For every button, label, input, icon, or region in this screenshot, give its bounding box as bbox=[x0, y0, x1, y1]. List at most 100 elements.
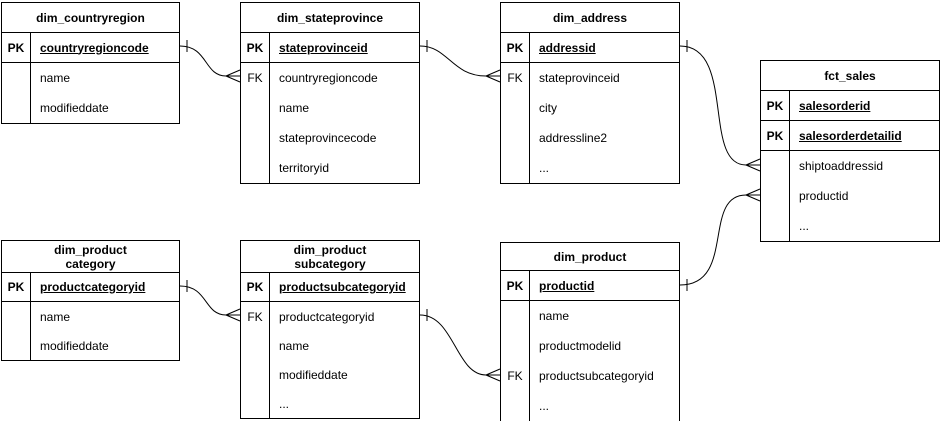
table-row: PK productcategoryid bbox=[2, 273, 179, 302]
edge-countryregion-stateprovince bbox=[179, 40, 241, 83]
column-name: countryregioncode bbox=[40, 40, 149, 55]
table-row: name bbox=[2, 63, 179, 93]
column-name: modifieddate bbox=[279, 367, 348, 382]
column-name: name bbox=[40, 309, 71, 324]
table-row: modifieddate bbox=[2, 93, 179, 123]
table-row: modifieddate bbox=[241, 360, 419, 389]
key-cell bbox=[501, 301, 530, 331]
table-row: name bbox=[241, 93, 419, 123]
entity-table: dim_product PK productid name productmodeli… bbox=[500, 242, 680, 421]
column-name: city bbox=[539, 101, 557, 115]
key-cell bbox=[241, 153, 270, 183]
key-cell: FK bbox=[241, 63, 270, 93]
table-title: dim_address bbox=[501, 3, 679, 33]
column-name: modifieddate bbox=[40, 338, 109, 353]
table-row: ... bbox=[241, 389, 419, 418]
table-row: PK salesorderdetailid bbox=[761, 121, 939, 151]
key-cell: PK bbox=[2, 273, 31, 301]
table-title-line: dim_address bbox=[552, 10, 628, 25]
key-cell bbox=[2, 302, 31, 331]
column-name: productid bbox=[539, 278, 595, 293]
crow-foot-icon bbox=[745, 158, 761, 172]
table-title: dim_product bbox=[501, 243, 679, 271]
column-name: productmodelid bbox=[539, 339, 622, 353]
edge-line bbox=[179, 285, 227, 316]
table-row: FK productsubcategoryid bbox=[501, 361, 679, 391]
table-row: addressline2 bbox=[501, 123, 679, 153]
crow-foot-icon bbox=[225, 69, 241, 83]
key-cell: PK bbox=[761, 121, 790, 150]
table-row: city bbox=[501, 93, 679, 123]
crow-foot-icon bbox=[485, 69, 501, 83]
edge-product-fctsales bbox=[679, 188, 761, 291]
column-name: ... bbox=[539, 161, 550, 175]
table-row: PK productid bbox=[501, 271, 679, 301]
key-cell: PK bbox=[2, 33, 31, 62]
table-title-line: dim_product bbox=[293, 242, 367, 257]
key-cell bbox=[241, 360, 270, 389]
column-name: ... bbox=[279, 396, 290, 411]
column-name: territoryid bbox=[279, 161, 330, 175]
column-name: productcategoryid bbox=[40, 280, 146, 294]
table-title-line: dim_product bbox=[553, 249, 627, 264]
edge-line bbox=[679, 45, 747, 166]
crow-foot-icon bbox=[485, 368, 501, 382]
key-cell: FK bbox=[501, 361, 530, 391]
crow-foot-icon bbox=[745, 188, 761, 202]
table-row: ... bbox=[761, 211, 939, 241]
table-row: productmodelid bbox=[501, 331, 679, 361]
column-name: shiptoaddressid bbox=[799, 159, 884, 173]
edge-line bbox=[419, 45, 487, 77]
column-name: salesorderid bbox=[799, 98, 871, 113]
column-name: stateprovinceid bbox=[539, 71, 620, 85]
crow-foot-icon bbox=[225, 308, 241, 322]
column-name: name bbox=[539, 309, 570, 323]
edge-productsubcategory-product bbox=[419, 309, 501, 382]
key-cell: PK bbox=[241, 273, 270, 301]
column-name: salesorderdetailid bbox=[799, 128, 902, 143]
table-row: name bbox=[501, 301, 679, 331]
column-name: productsubcategoryid bbox=[279, 280, 406, 294]
entity-table: dim_countryregion PK countryregioncode nam… bbox=[1, 2, 180, 124]
edge-productcategory-productsubcategory bbox=[179, 280, 241, 322]
key-cell: PK bbox=[761, 91, 790, 120]
table-row: productid bbox=[761, 181, 939, 211]
key-cell bbox=[501, 93, 530, 123]
column-name: addressline2 bbox=[539, 131, 608, 145]
table-title-line: fct_sales bbox=[824, 68, 876, 83]
column-name: addressid bbox=[539, 40, 596, 55]
key-cell bbox=[761, 211, 790, 241]
table-title-line: dim_stateprovince bbox=[276, 10, 384, 25]
table-title-line: category bbox=[65, 256, 116, 271]
key-cell: PK bbox=[241, 33, 270, 62]
table-row: name bbox=[241, 331, 419, 360]
key-cell bbox=[241, 331, 270, 360]
key-cell bbox=[2, 63, 31, 93]
column-name: productsubcategoryid bbox=[539, 369, 654, 383]
table-row: territoryid bbox=[241, 153, 419, 183]
column-name: productid bbox=[799, 189, 849, 203]
key-cell bbox=[2, 93, 31, 123]
table-title: dim_countryregion bbox=[2, 3, 179, 33]
table-row: PK countryregioncode bbox=[2, 33, 179, 63]
key-cell: PK bbox=[501, 271, 530, 300]
edge-line bbox=[419, 314, 487, 376]
edge-line bbox=[679, 194, 747, 286]
column-name: name bbox=[279, 338, 310, 353]
key-cell bbox=[501, 123, 530, 153]
key-cell bbox=[501, 331, 530, 361]
table-row: ... bbox=[501, 391, 679, 421]
